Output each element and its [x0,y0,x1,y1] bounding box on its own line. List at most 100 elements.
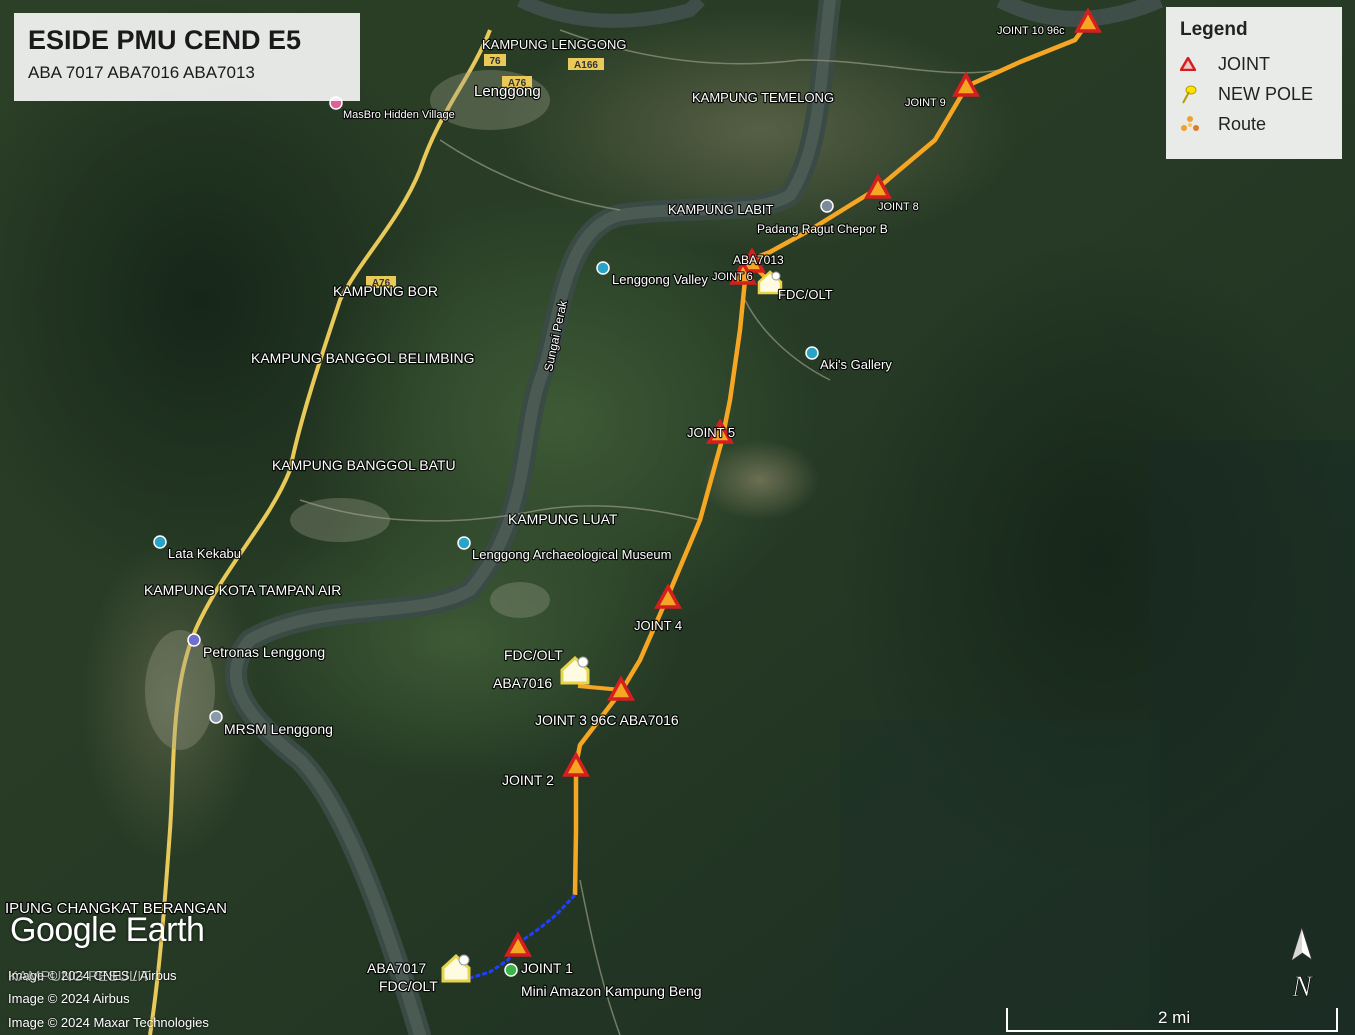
imagery-credit-1-text: Image © 2024 CNES / Airbus [8,968,177,983]
route-dots-icon [1180,115,1218,133]
legend-item-joint-label: JOINT [1218,53,1270,74]
label-joint-8: JOINT 8 [878,201,919,213]
mini-amazon-pin-icon[interactable] [504,963,518,977]
label-fdc-olt-top: FDC/OLT [778,287,833,302]
scale-bar: 2 mi [1006,1008,1338,1032]
map-title: ESIDE PMU CEND E5 [28,25,302,55]
legend-panel: Legend JOINT NEW POLE Route [1166,7,1342,159]
road-shield-76 [484,54,506,66]
road-shields: 76 A76 A166 A76 [366,54,604,289]
legend-item-route-label: Route [1218,113,1267,134]
fdc-olt-markers[interactable] [441,270,783,983]
label-kampung-temelong: KAMPUNG TEMELONG [692,90,834,105]
imagery-credit-3: Image © 2024 Maxar Technologies [8,1015,209,1030]
label-padang-ragut: Padang Ragut Chepor B [757,222,888,236]
label-fdc-olt-mid: FDC/OLT [504,647,563,663]
akis-gallery-pin-icon[interactable] [805,346,819,360]
label-kampung-banggol-belimbing: KAMPUNG BANGGOL BELIMBING [251,350,475,366]
minor-road [439,139,621,211]
label-kampung-luat: KAMPUNG LUAT [508,511,618,527]
fiber-route[interactable] [572,20,1090,896]
north-arrow-icon[interactable]: N [1282,926,1322,1000]
joint-1-marker[interactable] [504,931,532,957]
label-fdc-olt-bottom: FDC/OLT [379,978,438,994]
yellow-pushpin-icon [1180,84,1218,104]
lata-kekabu-pin-icon[interactable] [153,535,167,549]
road-shield-a76 [502,76,532,88]
road-shield-a76-label: A76 [508,78,527,89]
north-letter: N [1291,970,1314,1000]
joint-9-marker[interactable] [952,71,980,97]
imagery-credit-1: Image © 2024 CNES / Airbus [8,968,177,983]
joint-3-marker[interactable] [607,675,635,701]
mrsm-pin-icon[interactable] [209,710,223,724]
map-subtitle: ABA 7017 ABA7016 ABA7013 [28,63,255,82]
road-shield-76-label: 76 [489,56,501,67]
label-joint-1: JOINT 1 [521,960,573,976]
minor-road [559,29,1001,74]
minor-road [579,879,621,1035]
fdc-olt-aba7017-icon[interactable] [441,953,471,983]
joint-5-marker[interactable] [706,418,734,444]
label-lata-kekabu: Lata Kekabu [168,546,241,561]
imagery-tile [1150,440,1355,1035]
joint-6-marker[interactable] [729,259,757,285]
imagery-credit-2: Image © 2024 Airbus [8,991,130,1006]
river-branch [996,0,1164,27]
legend-item-joint[interactable]: JOINT [1180,49,1328,79]
legend-item-route[interactable]: Route [1180,109,1328,139]
road-shield-a166 [568,58,604,70]
label-kampung-labit: KAMPUNG LABIT [668,202,774,217]
padang-ragut-pin-icon[interactable] [820,199,834,213]
label-joint-3: JOINT 3 96C ABA7016 [535,712,679,728]
legend-item-new-pole[interactable]: NEW POLE [1180,79,1328,109]
joint-8-marker[interactable] [864,173,892,199]
highway-a76 [148,29,492,1035]
legend-item-new-pole-label: NEW POLE [1218,83,1314,104]
label-aba7016: ABA7016 [493,675,552,691]
label-kampung-bor: KAMPUNG BOR [333,283,438,299]
fdc-olt-aba7016-icon[interactable] [560,655,590,685]
museum-pin-icon[interactable] [457,536,471,550]
label-masbro: MasBro Hidden Village [343,109,455,121]
site-labels: ABA7013 FDC/OLT FDC/OLT ABA7016 ABA7017 … [366,252,834,995]
joint-10-marker[interactable] [1074,7,1102,33]
farmland-shade [500,10,1020,250]
imagery-tile [840,720,1160,1035]
settlement-patches [145,70,550,750]
joint-markers[interactable] [504,7,1102,957]
label-kampung-kota-tampan-air: KAMPUNG KOTA TAMPAN AIR [144,582,341,598]
label-joint-6: JOINT 6 [712,271,753,283]
label-joint-5: JOINT 5 [687,425,735,440]
label-petronas: Petronas Lenggong [203,644,325,660]
label-kampung-lenggong: KAMPUNG LENGGONG [482,37,626,52]
petronas-pin-icon[interactable] [187,633,201,647]
label-joint-2: JOINT 2 [502,772,554,788]
river-inner [229,0,836,1035]
label-joint-9: JOINT 9 [905,97,946,109]
label-akis-gallery: Aki's Gallery [820,357,892,372]
label-aba7017: ABA7017 [367,960,426,976]
road-shield-a76-mid [366,276,396,288]
red-triangle-icon [1180,57,1218,71]
minor-road [744,299,831,381]
label-mini-amazon: Mini Amazon Kampung Beng [521,983,702,999]
label-joint-10: JOINT 10 96c [997,25,1065,37]
place-labels: KAMPUNG LENGGONG Lenggong MasBro Hidden … [4,36,894,1000]
road-shield-a76-mid-label: A76 [372,278,391,289]
joint-4-marker[interactable] [654,583,682,609]
fdc-olt-aba7013-icon[interactable] [757,270,783,295]
label-museum: Lenggong Archaeological Museum [472,547,671,562]
label-mrsm: MRSM Lenggong [224,721,333,737]
road-shield-a166-label: A166 [574,60,598,71]
lenggong-valley-pin-icon[interactable] [596,261,610,275]
settlement-shade [80,540,260,860]
minor-road [299,499,701,522]
scale-bar-label: 2 mi [1158,1008,1191,1027]
joint-2-marker[interactable] [562,751,590,777]
label-lenggong: Lenggong [474,83,541,100]
river-branch [516,0,705,28]
label-joint-4: JOINT 4 [634,618,682,633]
